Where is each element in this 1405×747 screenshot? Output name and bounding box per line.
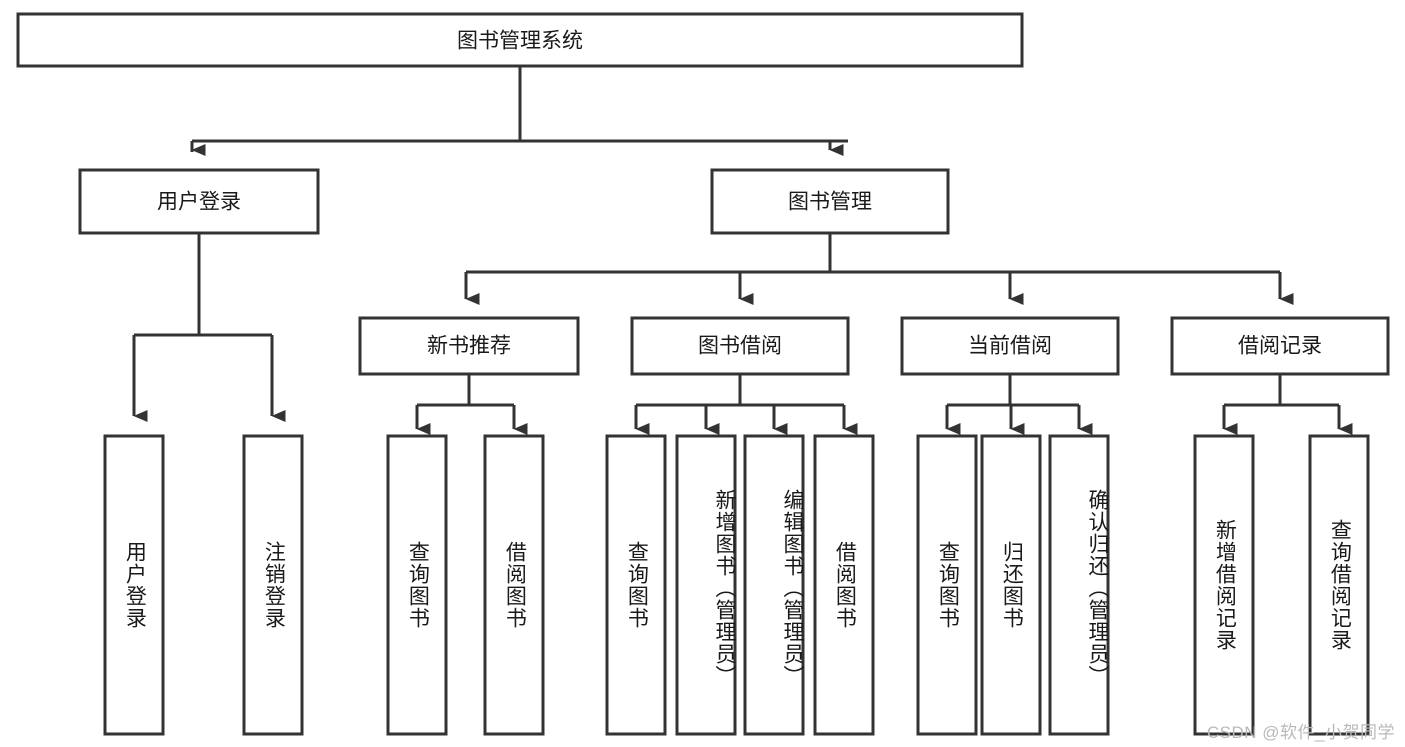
leaf-add-borrow-record-rect[interactable] <box>1193 434 1255 736</box>
connector-book-borrow-to-leaves <box>634 374 858 435</box>
leaf-return-book-rect[interactable] <box>980 434 1042 736</box>
csdn-watermark: CSDN @软件_小贺同学 <box>1206 723 1395 742</box>
node-new-book-recommend-label: 新书推荐 <box>427 335 511 358</box>
node-root-rect[interactable] <box>16 12 1024 68</box>
node-current-borrow[interactable]: 当前借阅 <box>900 316 1120 376</box>
connector-current-borrow-to-leaves <box>945 374 1093 435</box>
leaf-borrow-book-rec-rect[interactable] <box>483 434 545 736</box>
connector-book-manage-to-level3 <box>464 233 1294 305</box>
node-book-manage[interactable]: 图书管理 <box>710 168 950 235</box>
node-user-login[interactable]: 用户登录 <box>78 168 320 235</box>
node-current-borrow-label: 当前借阅 <box>968 335 1052 358</box>
node-book-borrow-label: 图书借阅 <box>698 335 782 358</box>
leaf-edit-book-admin-rect[interactable] <box>743 434 805 736</box>
connector-line <box>190 66 848 152</box>
leaf-logout-login-rect[interactable] <box>242 434 304 736</box>
connector-line <box>417 374 514 407</box>
leaf-query-book-rec-rect[interactable] <box>386 434 448 736</box>
leaf-query-book-cur-rect[interactable] <box>916 434 978 736</box>
leaf-boxes <box>103 434 1370 736</box>
leaf-user-login-rect[interactable] <box>103 434 165 736</box>
node-borrow-record-label: 借阅记录 <box>1238 335 1322 358</box>
node-borrow-record-rect[interactable] <box>1170 316 1390 376</box>
node-new-book-recommend[interactable]: 新书推荐 <box>358 316 580 376</box>
connector-line <box>947 374 1079 407</box>
node-book-borrow[interactable]: 图书借阅 <box>630 316 850 376</box>
connector-line <box>134 233 272 337</box>
leaf-query-borrow-record-rect[interactable] <box>1308 434 1370 736</box>
connector-borrow-record-to-leaves <box>1222 374 1353 435</box>
connector-new-book-rec-to-leaves <box>415 374 528 435</box>
node-book-manage-label: 图书管理 <box>788 191 872 214</box>
node-current-borrow-rect[interactable] <box>900 316 1120 376</box>
connector-root-to-level2 <box>190 66 848 156</box>
node-book-manage-rect[interactable] <box>710 168 950 235</box>
connector-user-login-to-leaves <box>132 233 286 422</box>
node-book-borrow-rect[interactable] <box>630 316 850 376</box>
node-user-login-label: 用户登录 <box>157 191 241 214</box>
node-new-book-recommend-rect[interactable] <box>358 316 580 376</box>
node-user-login-rect[interactable] <box>78 168 320 235</box>
connector-line <box>466 233 1280 274</box>
leaf-confirm-return-rect[interactable] <box>1048 434 1110 736</box>
node-root-label: 图书管理系统 <box>457 30 583 53</box>
leaf-add-book-admin-rect[interactable] <box>675 434 737 736</box>
leaf-borrow-book-bor-rect[interactable] <box>813 434 875 736</box>
node-root[interactable]: 图书管理系统 <box>16 12 1024 68</box>
connector-line <box>636 374 844 407</box>
connector-line <box>1224 374 1339 407</box>
node-borrow-record[interactable]: 借阅记录 <box>1170 316 1390 376</box>
leaf-query-book-bor-rect[interactable] <box>605 434 667 736</box>
